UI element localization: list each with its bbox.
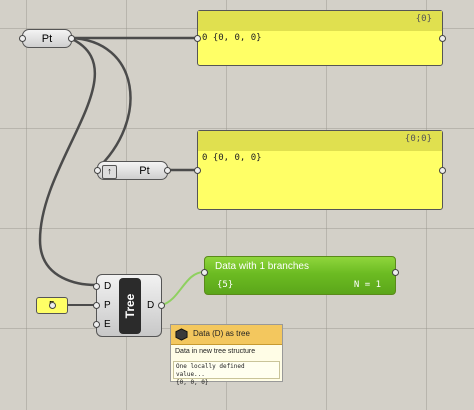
tooltip-header: Data (D) as tree <box>171 325 282 345</box>
panel-2-path: {0;0} <box>404 134 432 144</box>
pt-input-grip[interactable] <box>19 35 26 42</box>
panel-1[interactable]: {0} 0 {0, 0, 0} <box>194 10 446 66</box>
pt2-output-grip[interactable] <box>164 167 171 174</box>
pt-node-label: Pt <box>41 32 53 45</box>
tooltip-value-box: One locally defined value... {0, 0, 0} <box>173 361 280 386</box>
panel-1-row: 0 {0, 0, 0} <box>202 33 262 43</box>
tree-input-p[interactable]: P <box>104 300 111 311</box>
panel-2-input-grip[interactable] <box>194 167 201 174</box>
tree-grip-e[interactable] <box>93 321 100 328</box>
param-viewer-count: N = 1 <box>353 280 381 290</box>
pt2-input-grip[interactable] <box>94 167 101 174</box>
param-viewer-path: {5} <box>217 280 234 290</box>
output-tooltip: Data (D) as tree Data in new tree struct… <box>170 324 283 386</box>
graft-icon: ↑ <box>102 165 117 179</box>
tooltip-value-line1: One locally defined value... <box>176 363 245 378</box>
panel-2-row: 0 {0, 0, 0} <box>202 153 262 163</box>
number-slider[interactable]: 5 <box>36 297 68 314</box>
param-viewer-panel[interactable]: Data with 1 branches {5} N = 1 <box>201 256 399 295</box>
tooltip-description: Data in new tree structure <box>175 348 256 355</box>
pt-node-2-label: Pt <box>139 164 150 177</box>
panel-1-header <box>198 11 442 31</box>
pt-output-grip[interactable] <box>68 35 75 42</box>
panel-1-input-grip[interactable] <box>194 35 201 42</box>
tree-input-e[interactable]: E <box>104 319 111 330</box>
tooltip-value-line2: {0, 0, 0} <box>176 379 209 386</box>
tree-grip-p[interactable] <box>93 302 100 309</box>
tree-input-d[interactable]: D <box>104 281 112 292</box>
panel-2[interactable]: {0;0} 0 {0, 0, 0} <box>194 130 446 210</box>
slider-output-grip[interactable] <box>49 302 56 309</box>
tree-component-body: Tree <box>119 278 141 334</box>
tooltip-title: Data (D) as tree <box>193 329 250 338</box>
tree-output-d[interactable]: D <box>147 300 155 311</box>
param-viewer-output-grip[interactable] <box>392 269 399 276</box>
pt-node[interactable]: Pt <box>19 29 75 48</box>
param-viewer-title: Data with 1 branches <box>215 261 309 272</box>
tree-component[interactable]: D P E Tree D <box>93 274 165 337</box>
panel-2-header <box>198 131 442 151</box>
panel-1-path: {0} <box>415 14 432 24</box>
pt-node-2[interactable]: ↑ Pt <box>94 161 171 180</box>
panel-1-output-grip[interactable] <box>439 35 446 42</box>
hexagon-icon <box>175 328 188 341</box>
panel-2-output-grip[interactable] <box>439 167 446 174</box>
param-viewer-input-grip[interactable] <box>201 269 208 276</box>
tree-grip-d[interactable] <box>93 283 100 290</box>
tree-grip-out[interactable] <box>158 302 165 309</box>
tree-component-label: Tree <box>123 293 137 319</box>
